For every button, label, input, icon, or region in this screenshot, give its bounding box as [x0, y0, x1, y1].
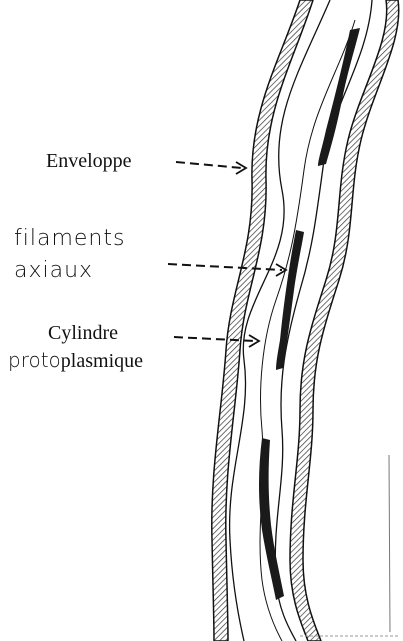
label-cylindre-line2: protoplasmique	[8, 348, 143, 373]
label-cylindre-handwritten-prefix: proto	[8, 348, 61, 372]
arrow-filaments	[168, 264, 286, 276]
axial-filament-bottom	[259, 438, 284, 600]
scan-mark-right	[389, 455, 390, 632]
label-filaments-line1: filaments	[14, 226, 125, 251]
label-filaments-line2: axiaux	[14, 258, 93, 283]
arrow-cylindre	[174, 335, 259, 347]
label-cylindre-printed-suffix: plasmique	[61, 350, 143, 372]
envelope-right-wall	[290, 0, 399, 641]
label-enveloppe: Enveloppe	[46, 150, 132, 173]
arrow-enveloppe	[176, 162, 246, 174]
label-cylindre-line1: Cylindre	[48, 322, 118, 345]
